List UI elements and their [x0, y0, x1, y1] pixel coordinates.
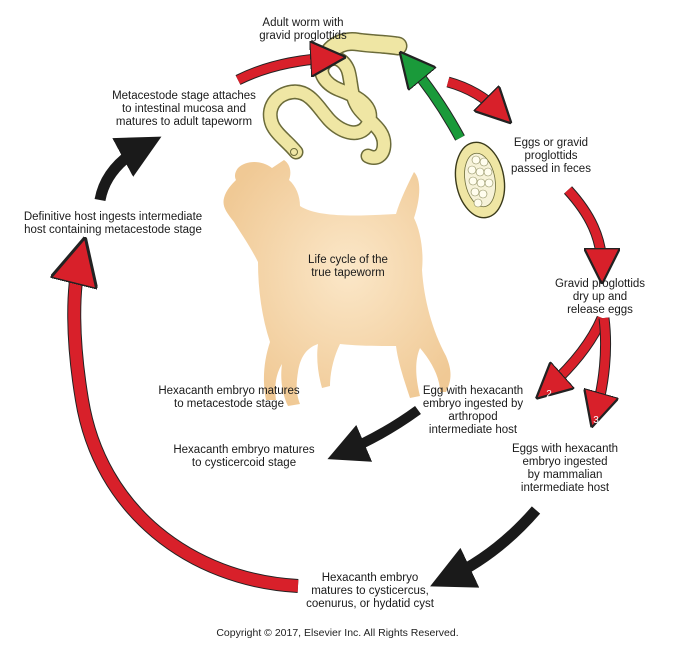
cycle-arrows	[74, 58, 607, 593]
arrow-path-2	[548, 316, 607, 388]
gravid-proglottid	[454, 141, 506, 219]
arrow-black-cyst	[430, 506, 541, 588]
arrow-black-cysticercoid	[327, 405, 421, 462]
arrow-big-return	[74, 258, 299, 592]
label-adult-worm: Adult worm with gravid proglottids	[259, 17, 347, 42]
label-matures-metacestode: Hexacanth embryo matures to metacestode …	[158, 385, 300, 410]
arrow-red-top	[235, 58, 330, 85]
label-eggs-passed: Eggs or gravid proglottids passed in fec…	[511, 137, 591, 175]
label-proglottids-dry: Gravid proglottids dry up and release eg…	[554, 278, 646, 316]
label-metacestode-attaches: Metacestode stage attaches to intestinal…	[112, 90, 256, 128]
path-number-2: 2	[546, 389, 552, 400]
label-definitive-host: Definitive host ingests intermediate hos…	[23, 211, 203, 236]
label-matures-cysticercoid: Hexacanth embryo matures to cysticercoid…	[173, 444, 315, 469]
arrow-worm-to-eggs	[446, 77, 500, 112]
dog-silhouette	[223, 160, 451, 406]
label-egg-arthropod: Egg with hexacanth embryo ingested by ar…	[422, 385, 524, 436]
arrow-green	[410, 64, 464, 141]
label-matures-cyst: Hexacanth embryo matures to cysticercus,…	[306, 572, 434, 610]
arrow-eggs-to-dry	[564, 186, 602, 268]
path-number-3: 3	[593, 415, 599, 426]
arrow-path-3	[596, 317, 606, 412]
label-egg-mammal: Eggs with hexacanth embryo ingested by m…	[511, 443, 619, 494]
copyright-notice: Copyright © 2017, Elsevier Inc. All Righ…	[216, 627, 459, 639]
arrow-black-host	[94, 136, 162, 202]
diagram-title: Life cycle of the true tapeworm	[308, 254, 388, 279]
